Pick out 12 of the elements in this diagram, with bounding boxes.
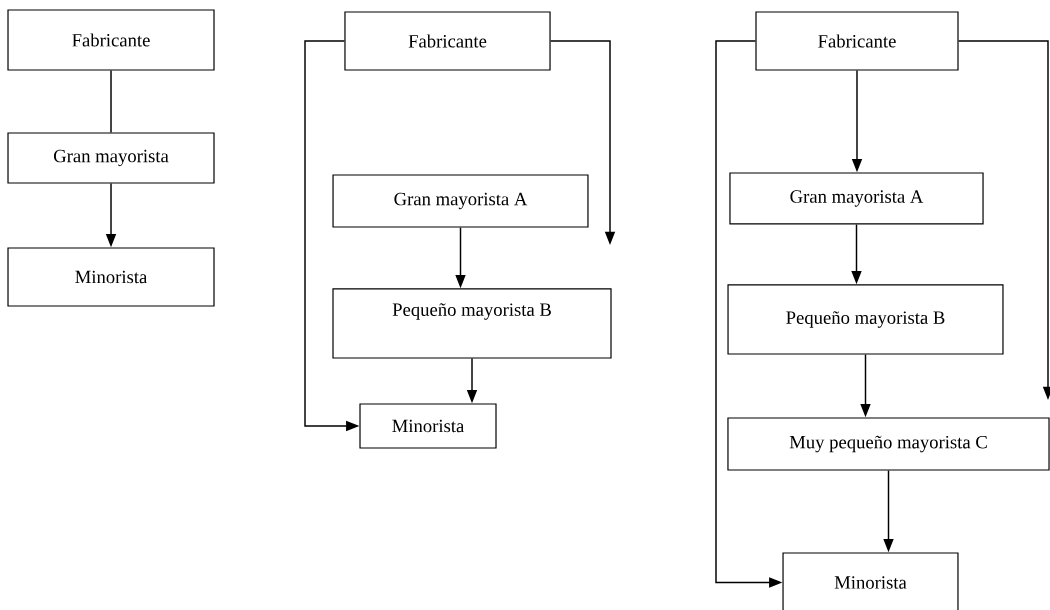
process-box: Minorista: [359, 403, 497, 449]
process-box: Minorista: [782, 552, 959, 610]
process-box: Fabricante: [7, 9, 215, 71]
process-box: Fabricante: [755, 11, 959, 71]
process-box: Gran mayorista A: [332, 174, 589, 228]
process-box: Muy pequeño mayorista C: [727, 417, 1050, 471]
process-box: Gran mayorista A: [729, 172, 984, 225]
process-box: Gran mayorista: [7, 132, 215, 184]
process-box: Minorista: [7, 247, 215, 307]
process-box: Fabricante: [344, 11, 551, 71]
process-box: Pequeño mayorista B: [727, 284, 1004, 355]
process-box: Pequeño mayorista B: [332, 288, 612, 359]
